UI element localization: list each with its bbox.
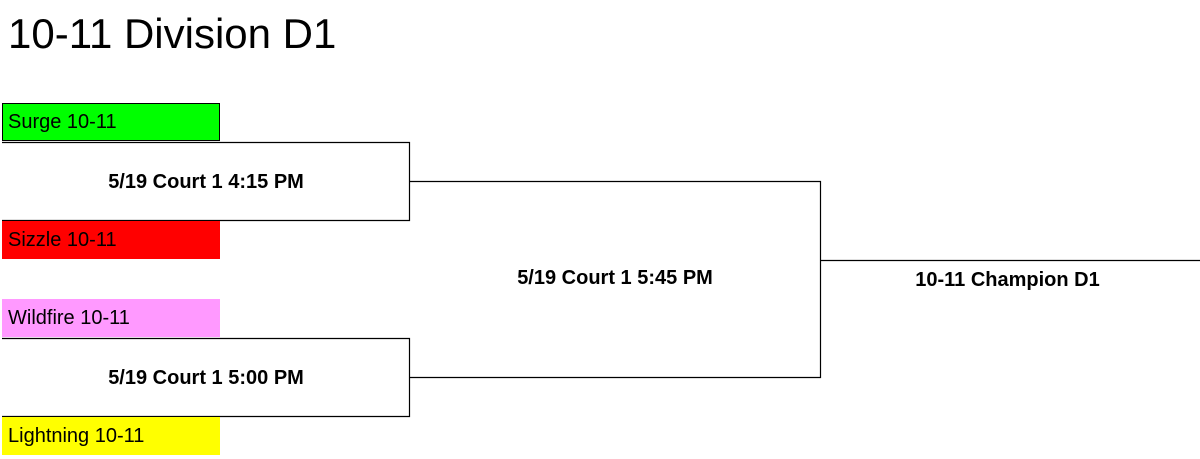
semifinal-1-label: 5/19 Court 1 4:15 PM: [108, 171, 304, 193]
team-name: Sizzle 10-11: [8, 229, 117, 251]
team-slot-2: Sizzle 10-11: [2, 221, 220, 259]
division-title: 10-11 Division D1: [8, 10, 337, 57]
team-slot-1: Surge 10-11: [2, 103, 220, 141]
team-slot-3: Wildfire 10-11: [2, 299, 220, 337]
semifinal-2-label: 5/19 Court 1 5:00 PM: [108, 367, 304, 389]
team-name: Wildfire 10-11: [8, 307, 130, 329]
final-bracket-line: [409, 180, 822, 379]
team-name: Surge 10-11: [8, 111, 117, 133]
champion-label: 10-11 Champion D1: [915, 269, 1100, 291]
final-game-label: 5/19 Court 1 5:45 PM: [517, 267, 713, 289]
team-slot-4: Lightning 10-11: [2, 417, 220, 455]
team-name: Lightning 10-11: [8, 425, 145, 447]
